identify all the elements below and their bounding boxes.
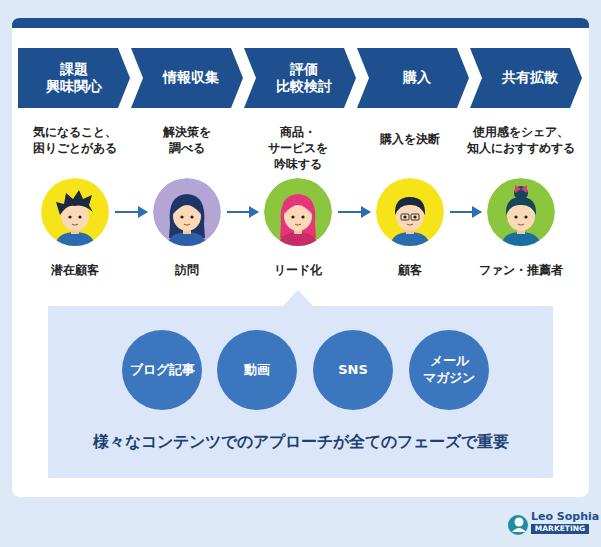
persona-circle: ファン・推薦者: [487, 178, 555, 246]
stage-label: 訪問: [175, 262, 199, 279]
logo-icon-body: [512, 528, 526, 532]
stage-description: 商品・サービスを 吟味する: [268, 124, 328, 173]
content-panel: 様々なコンテンツでのアプローチが全てのフェーズで重要 ブログ記事 動画 SNS メール …: [48, 306, 553, 478]
node-text: SNS: [338, 362, 368, 379]
node-text: 購入: [403, 69, 431, 87]
stage-label: 潜在顧客: [51, 262, 99, 279]
content-circle: SNS: [313, 330, 393, 410]
persona-circle: リード化: [264, 178, 332, 246]
persona-illustration: [376, 178, 444, 246]
node-text: 動画: [244, 362, 270, 379]
stage-description: 解決策を 調べる: [163, 124, 211, 156]
stage-header: 購入: [357, 48, 469, 108]
node-text: 共有拡散: [502, 69, 558, 87]
persona-illustration: [487, 178, 555, 246]
stage-header: 評価 比較検討: [244, 48, 356, 108]
stage-label: ファン・推薦者: [479, 262, 563, 279]
node-text: 評価 比較検討: [276, 61, 332, 96]
stage-label: 顧客: [398, 262, 422, 279]
node-text: メール マガジン: [423, 353, 475, 387]
content-circle: 動画: [217, 330, 297, 410]
persona-illustration: [153, 178, 221, 246]
node-text: 課題 興味関心: [46, 61, 102, 96]
logo-text: MARKETING: [535, 524, 585, 534]
logo-icon-head: [515, 518, 524, 527]
top-bar: [12, 18, 589, 28]
persona-circle: 潜在顧客: [41, 178, 109, 246]
logo-icon: [508, 515, 528, 535]
stage-description: 気になること、 困りごとがある: [33, 124, 117, 156]
persona-circle: 顧客: [376, 178, 444, 246]
content-circle: ブログ記事: [122, 330, 202, 410]
persona-illustration: [264, 178, 332, 246]
persona-circle: 訪問: [153, 178, 221, 246]
stage-header: 課題 興味関心: [18, 48, 130, 108]
flow-arrow: [450, 211, 481, 213]
card: [12, 18, 589, 497]
stage-header: 共有拡散: [470, 48, 582, 108]
stage-label: リード化: [274, 262, 322, 279]
node-text: ブログ記事: [130, 362, 195, 379]
logo-bar: [531, 524, 589, 534]
flow-arrow: [115, 211, 147, 213]
flow-arrow: [227, 211, 258, 213]
flow-arrow: [338, 211, 370, 213]
callout-pointer: [283, 290, 313, 306]
stage-header: 情報収集: [131, 48, 243, 108]
node-text: 情報収集: [163, 69, 219, 87]
stage-description: 使用感をシェア、 知人におすすめする: [467, 124, 575, 156]
content-circle: メール マガジン: [409, 330, 489, 410]
persona-illustration: [41, 178, 109, 246]
panel-caption: 様々なコンテンツでのアプローチが全てのフェーズで重要: [48, 432, 553, 453]
stage-description: 購入を決断: [380, 131, 440, 147]
logo-text: Leo Sophia: [531, 510, 599, 525]
